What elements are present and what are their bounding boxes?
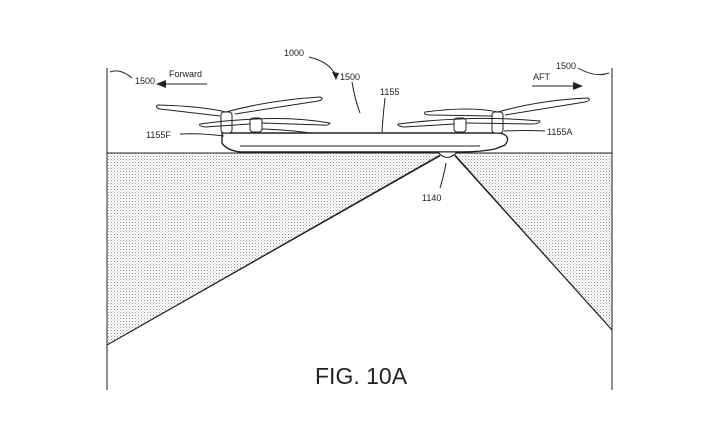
label-forward: Forward: [169, 69, 202, 79]
label-aft-end: 1155A: [547, 127, 572, 137]
rotor-blade: [199, 118, 257, 128]
label-fuselage: 1155: [380, 87, 399, 97]
label-left-frame: 1500: [135, 76, 155, 86]
sensor-dome: [436, 151, 459, 158]
rotor-hub-left-inner: [249, 117, 263, 133]
arrowhead: [332, 72, 339, 80]
leader-forward-end: [179, 133, 225, 137]
label-sensor: 1140: [422, 193, 441, 203]
leader-left-frame: [109, 70, 133, 79]
left-rotor-group: [155, 96, 331, 134]
leader-system: [308, 56, 337, 77]
label-right-frame: 1500: [556, 61, 576, 71]
leader-right-frame: [577, 67, 610, 76]
rotor-hub-right-inner: [453, 117, 467, 133]
leader-fuselage: [381, 97, 386, 133]
rotor-blade: [261, 128, 311, 134]
leader-vehicle-top: [351, 81, 361, 114]
rotor-blade: [459, 117, 541, 125]
leader-sensor: [439, 162, 447, 189]
right-rotor-group: [397, 97, 590, 134]
forward-arrow: [156, 80, 207, 88]
rotor-hub-left-outer: [220, 111, 233, 134]
label-system: 1000: [284, 48, 304, 58]
figure-caption: FIG. 10A: [315, 363, 408, 389]
fuselage: [221, 132, 509, 153]
rotor-blade: [397, 118, 461, 128]
rotor-blade: [497, 97, 590, 116]
sensor-cone-left-edge: [106, 155, 441, 346]
rotor-hub-right-outer: [491, 111, 504, 134]
label-vehicle-top: 1500: [340, 72, 360, 82]
rotor-blade: [155, 104, 227, 117]
rotor-blade: [424, 108, 499, 117]
sensor-cone-right-edge: [454, 155, 613, 331]
label-aft: AFT: [533, 72, 551, 82]
leader-aft-end: [503, 130, 546, 132]
aft-arrow: [532, 82, 583, 90]
rotor-blade: [225, 96, 323, 115]
label-forward-end: 1155F: [146, 130, 171, 140]
shaded-region: [106, 152, 613, 346]
rotor-blade: [255, 118, 331, 126]
